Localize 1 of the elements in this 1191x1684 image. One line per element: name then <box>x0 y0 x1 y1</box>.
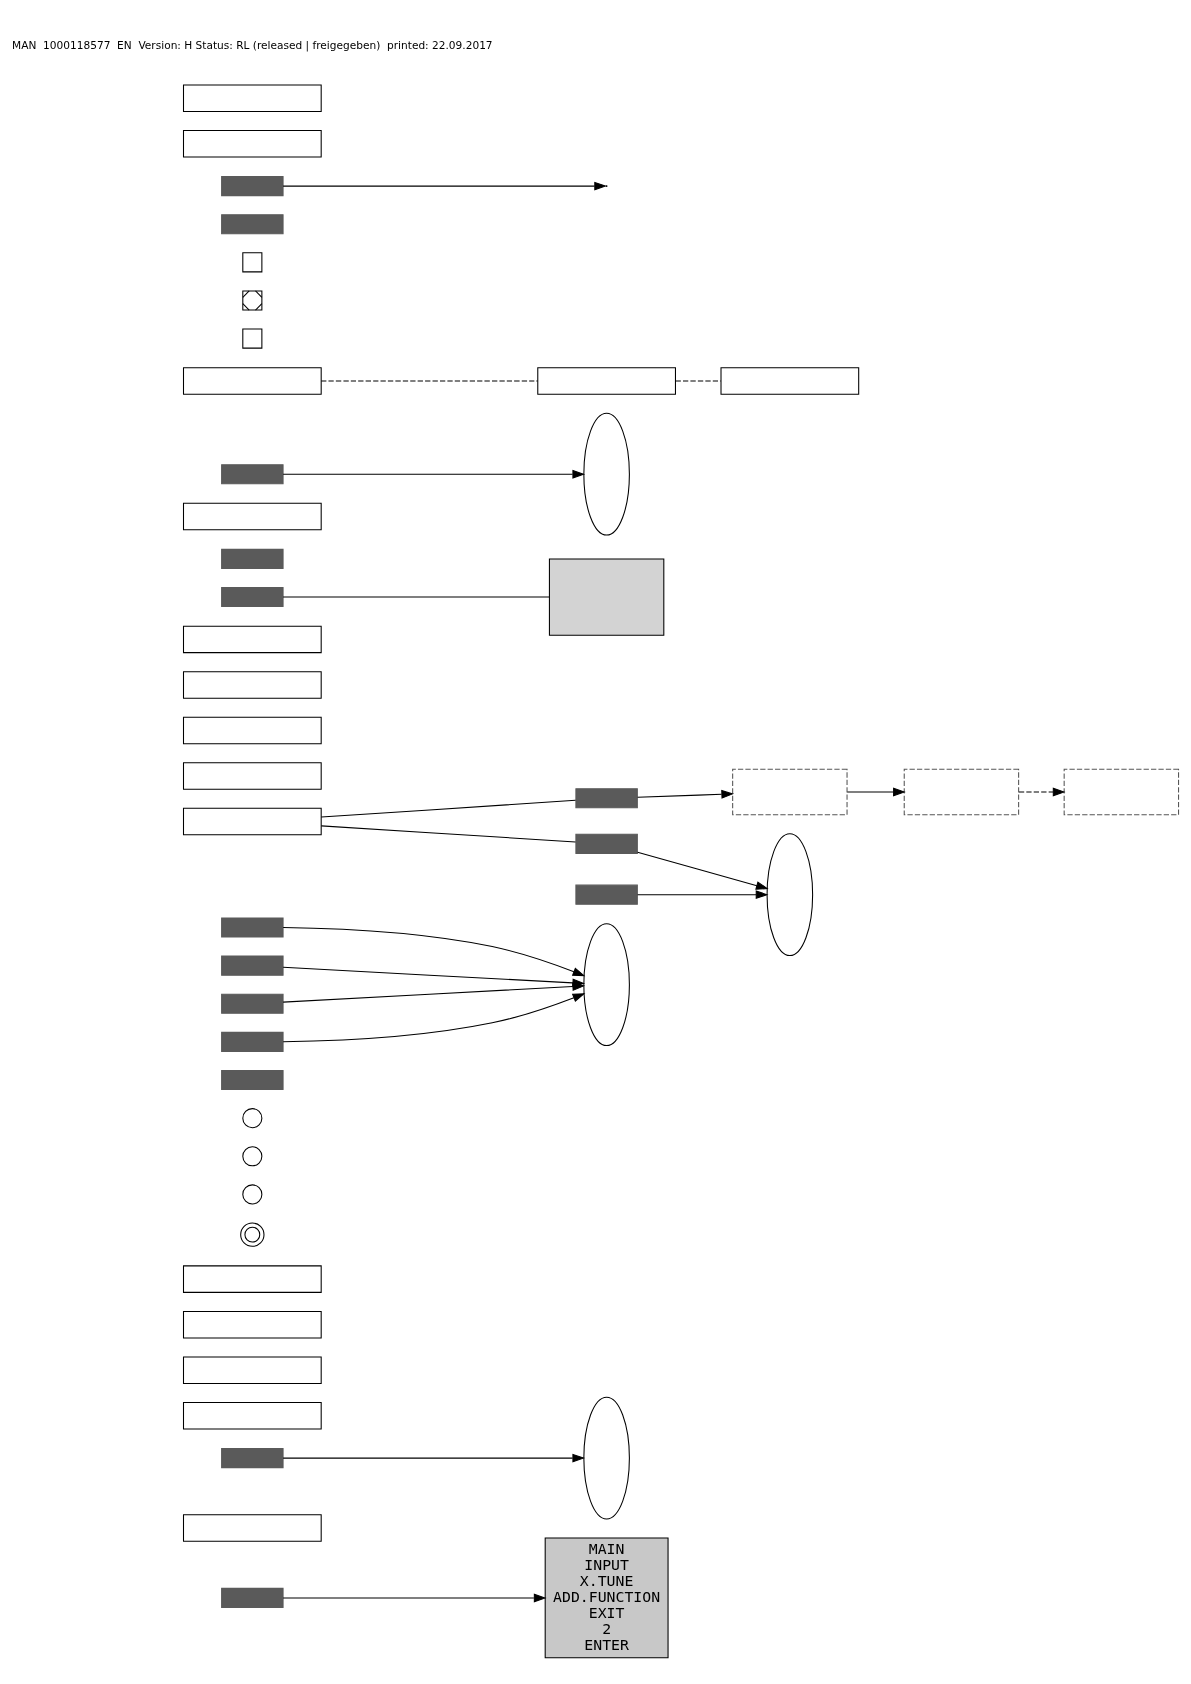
label: MAN 1000118577 EN Version: H Status: RL (released | freigegeben) printed: 22.09.2017 <box>12 38 493 51</box>
